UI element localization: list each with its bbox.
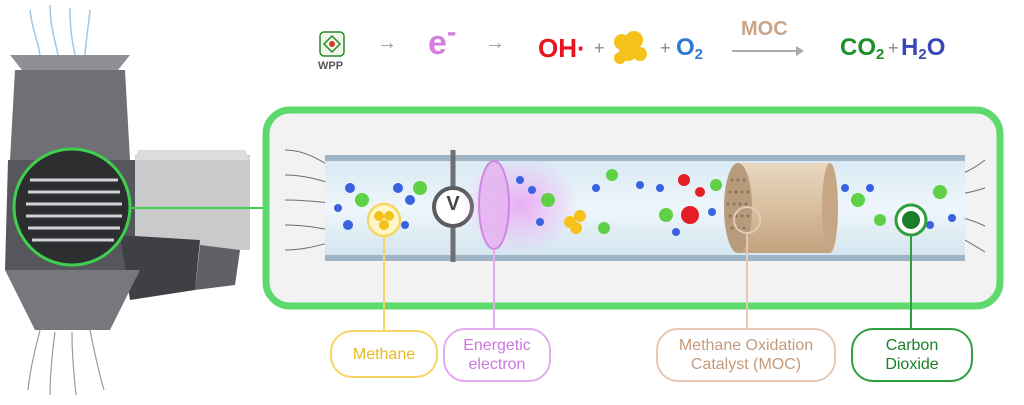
co2-molecule (902, 211, 920, 229)
water: H2O (901, 34, 946, 63)
carbon-dioxide: CO2 (840, 34, 885, 63)
electron-symbol: e- (428, 16, 457, 62)
plus-1: + (594, 38, 605, 58)
carbon-dioxide-label: Carbon Dioxide (851, 328, 973, 382)
tube (325, 158, 965, 258)
oxygen: O2 (676, 34, 704, 63)
plus-3: + (888, 38, 899, 58)
moc-arrow (732, 46, 804, 56)
arrow-1: → (377, 32, 397, 54)
reactant-cluster-icon (614, 31, 647, 64)
plus-2: + (660, 38, 671, 58)
wpp-machine (5, 4, 268, 396)
moc-label: MOC (741, 18, 788, 40)
hydroxyl-radical: OH· (538, 33, 586, 63)
arrow-2: → (485, 32, 505, 54)
wpp-label: WPP (318, 60, 344, 72)
wpp-icon (319, 31, 345, 57)
moc-callout-label: Methane Oxidation Catalyst (MOC) (656, 328, 836, 382)
energetic-electron-label: Energetic electron (443, 328, 551, 382)
reaction-equation: WPP → e- → OH· + + O2 MOC CO2 + H2O (300, 16, 1000, 80)
molecules (334, 169, 956, 236)
voltmeter-label: V (446, 193, 460, 215)
methane-label: Methane (330, 330, 438, 378)
methane-cluster (366, 202, 586, 238)
electron-lens (478, 160, 510, 250)
